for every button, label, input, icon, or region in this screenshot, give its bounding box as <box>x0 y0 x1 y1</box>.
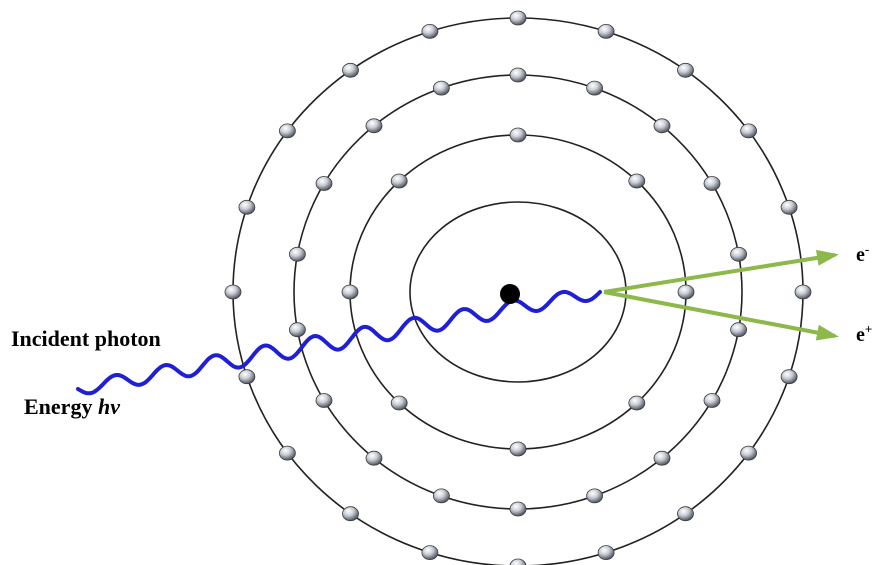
electron <box>628 395 646 411</box>
electron-arrow <box>603 253 836 294</box>
electron <box>730 246 747 262</box>
electron <box>740 123 757 139</box>
positron-charge: + <box>864 321 873 337</box>
electron <box>586 80 603 96</box>
energy-prefix: Energy <box>24 394 98 419</box>
electron <box>780 199 798 215</box>
electron <box>238 369 256 385</box>
positron-arrowhead <box>815 324 839 341</box>
electron <box>288 322 306 338</box>
shell-1 <box>409 201 627 383</box>
shell-electrons <box>224 10 812 565</box>
electron <box>421 545 439 560</box>
electron <box>597 23 615 39</box>
electron <box>421 23 439 39</box>
electron <box>677 62 694 78</box>
electron <box>509 501 527 517</box>
energy-label: Energy hν <box>24 394 120 420</box>
electron <box>432 80 450 96</box>
electron <box>703 176 721 191</box>
electron <box>653 450 671 466</box>
electron-symbol: e <box>856 244 865 266</box>
electron <box>586 488 603 504</box>
electron <box>365 450 383 466</box>
electron <box>341 284 359 300</box>
electron <box>677 506 694 522</box>
electron <box>365 118 383 134</box>
electron-charge: - <box>864 241 870 257</box>
electron <box>677 284 695 300</box>
electron <box>703 393 721 408</box>
electron-arrowhead <box>816 249 839 266</box>
electron <box>780 369 798 385</box>
electron <box>432 488 450 504</box>
electron-label: e- <box>856 241 870 267</box>
electron <box>342 506 359 522</box>
electron <box>278 123 296 139</box>
electron <box>390 395 408 411</box>
positron-label: e+ <box>856 321 873 347</box>
positron-symbol: e <box>856 324 865 346</box>
electron <box>278 445 296 461</box>
pair-production-arrows <box>603 249 839 341</box>
electron <box>740 445 757 461</box>
incident-photon-label: Incident photon <box>11 326 161 351</box>
electron <box>509 558 527 565</box>
electron <box>315 176 333 191</box>
electron <box>509 127 527 143</box>
electron <box>628 173 646 189</box>
electron <box>730 322 747 338</box>
electron <box>597 545 615 560</box>
electron <box>390 173 408 189</box>
electron <box>509 10 527 26</box>
electron <box>509 441 527 457</box>
electron <box>342 62 359 78</box>
electron <box>509 67 527 83</box>
electron <box>288 246 306 262</box>
electron <box>794 284 812 300</box>
nucleus <box>500 284 520 304</box>
electron <box>653 118 671 134</box>
energy-symbol: hν <box>97 394 120 419</box>
electron <box>224 284 242 300</box>
electron <box>238 199 256 215</box>
electron <box>315 393 333 408</box>
positron-arrow <box>603 290 836 338</box>
